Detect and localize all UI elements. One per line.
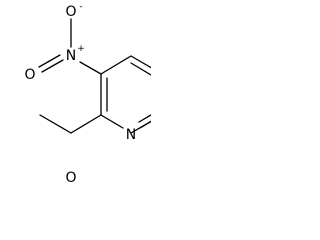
- methyl-bond: [130, 120, 151, 134]
- ring-double-bond-c6-n1: [138, 114, 151, 123]
- nitro-double-bond-n-o-left-a: [41, 59, 64, 73]
- ring-bond-c6-n1: [139, 120, 151, 129]
- nitro-double-bond-n-o-left-b: [38, 54, 61, 68]
- acetyl-bond-carbonyl-methyl: [39, 114, 72, 134]
- chemical-structure: N + O - O O N: [24, 2, 151, 186]
- nitro-minus-charge-label: -: [79, 2, 82, 12]
- acetyl-bond-c2-carbonyl: [70, 114, 102, 134]
- carbonyl-oxygen-label: O: [65, 170, 76, 186]
- nitro-oxygen-top-label: O: [65, 4, 76, 20]
- ring-bond-n1-c2: [100, 114, 124, 129]
- ring-nitrogen-label: N: [126, 127, 136, 143]
- ring-double-bond-c4-c5: [130, 62, 151, 76]
- ring-bond-c3-c4: [100, 55, 132, 75]
- nitro-bond-c3-n: [79, 61, 102, 75]
- nitro-nitrogen-label: N: [66, 48, 76, 64]
- ring-bond-c4-c5: [130, 55, 151, 69]
- nitro-oxygen-left-label: O: [24, 67, 35, 83]
- nitro-plus-charge-label: +: [77, 44, 85, 54]
